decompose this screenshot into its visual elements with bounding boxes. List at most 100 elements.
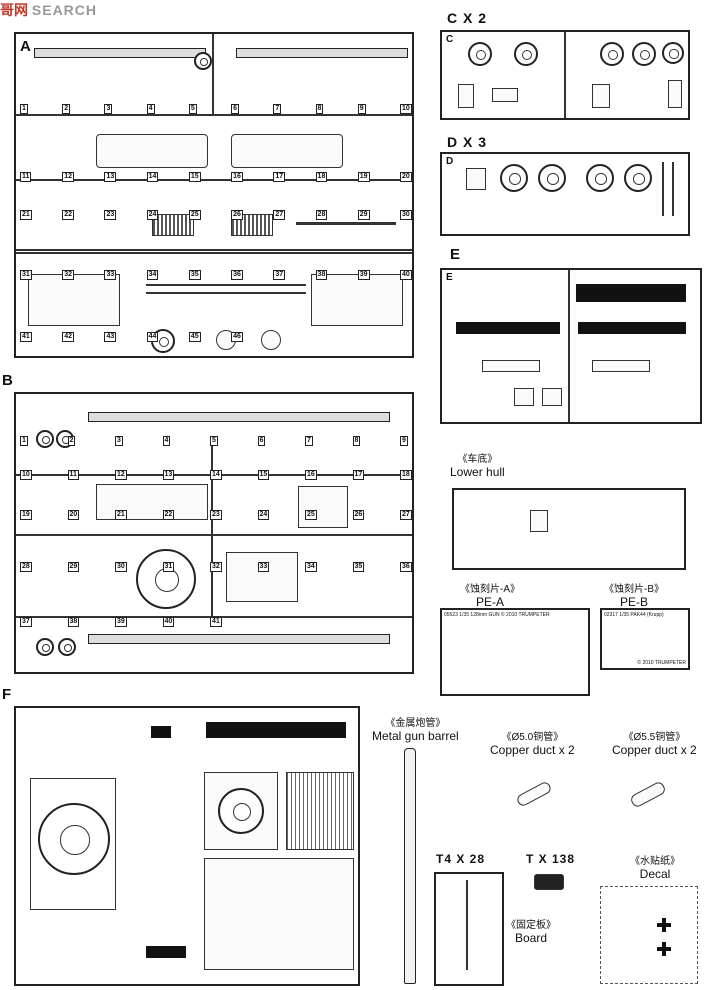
sprue-c-wheel-1 xyxy=(468,42,492,66)
metal-barrel xyxy=(404,748,416,984)
pe-b-plate-text2: © 2010 TRUMPETER xyxy=(637,660,686,666)
pe-b-en: PE-B xyxy=(619,595,648,609)
sprue-a-row1 xyxy=(16,114,412,116)
sprue-d-wheel-4 xyxy=(624,164,652,192)
sprue-b-barrel-bottom xyxy=(88,634,390,644)
t4-sprue xyxy=(434,872,504,986)
tags-b-part-number: 6 xyxy=(257,436,266,446)
tags-b-part-number: 40 xyxy=(162,617,175,627)
tags-a-part-number: 23 xyxy=(104,210,117,220)
decal-cross-1-v xyxy=(662,918,666,932)
sprue-e-part-1 xyxy=(482,360,540,372)
sprue-a-wheel xyxy=(194,52,212,70)
tags-b-part-number: 1 xyxy=(20,436,28,446)
copper-55-tube xyxy=(629,780,667,809)
tags-b-part-number: 31 xyxy=(162,562,175,572)
tags-a-part-number: 7 xyxy=(273,104,282,114)
tags-a-part-number: 18 xyxy=(315,172,328,182)
tags-a-part-number: 24 xyxy=(146,210,159,220)
tags-b-part-number: 38 xyxy=(67,617,80,627)
sprue-c-part-3 xyxy=(592,84,610,108)
t4-label: T4 X 28 xyxy=(436,852,486,866)
sprue-a-row4 xyxy=(16,252,412,254)
tags-a-part-number: 13 xyxy=(104,172,117,182)
sprue-c-qty: C X 2 xyxy=(447,10,488,26)
sprue-e-dark-1 xyxy=(576,284,686,302)
sprue-b-divider xyxy=(211,436,213,618)
lower-hull-cn: 《车底》 xyxy=(457,454,498,465)
lower-hull-label: 《车底》 Lower hull xyxy=(450,450,505,479)
decal-label: 《水贴纸》 Decal xyxy=(630,852,680,881)
tags-b-part-number: 26 xyxy=(352,510,365,520)
sprue-a-part-44 xyxy=(261,330,281,350)
tags-a-part-number: 19 xyxy=(357,172,370,182)
sprue-c-divider xyxy=(564,32,566,118)
copper-50-label: 《Ø5.0铜管》 Copper duct x 2 xyxy=(490,728,575,757)
tags-a-part-number: 30 xyxy=(400,210,412,220)
tags-b-part-number: 20 xyxy=(67,510,80,520)
tags-b-part-number: 18 xyxy=(400,470,412,480)
copper-55-label: 《Ø5.5铜管》 Copper duct x 2 xyxy=(612,728,697,757)
tags-a-part-number: 34 xyxy=(146,270,159,280)
sprue-d-qty: D X 3 xyxy=(447,134,488,150)
tags-b-part-number: 35 xyxy=(352,562,365,572)
sprue-a-plate-left xyxy=(28,274,120,326)
board-label: 《固定板》 Board xyxy=(506,916,556,945)
tags-b-part-number: 32 xyxy=(210,562,222,572)
sprue-b-panel xyxy=(226,552,298,602)
tags-b-part-number: 14 xyxy=(210,470,222,480)
sprue-d: D xyxy=(440,152,690,236)
tags-a-part-number: 38 xyxy=(315,270,328,280)
sprue-e-dark-2 xyxy=(456,322,560,334)
watermark-cn: 哥网 xyxy=(0,2,28,18)
tags-a-part-number: 3 xyxy=(104,104,113,114)
tags-a-part-number: 45 xyxy=(188,332,201,342)
sprue-f-hull-plate xyxy=(30,778,116,910)
tags-a-part-number: 33 xyxy=(104,270,117,280)
pe-a-plate-text: 05523 1/35 128mm GUN © 2010 TRUMPETER xyxy=(444,612,550,618)
tags-a-part-number: 22 xyxy=(62,210,75,220)
copper-55-cn: 《Ø5.5铜管》 xyxy=(623,732,686,743)
decal-en: Decal xyxy=(639,867,671,881)
tags-a-part-number: 17 xyxy=(273,172,286,182)
metal-barrel-en: Metal gun barrel xyxy=(372,729,459,743)
tags-b-part-number: 2 xyxy=(67,436,76,446)
t-link xyxy=(534,874,564,890)
pe-b-plate-text: 02317 1/35 PAK44 (Krupp) xyxy=(604,612,664,618)
sprue-a-hull-side-1 xyxy=(34,48,206,58)
tags-a-part-number: 39 xyxy=(357,270,370,280)
watermark-en: SEARCH xyxy=(31,2,98,18)
lower-hull-hatch xyxy=(530,510,548,532)
sprue-c-part-2 xyxy=(492,88,518,102)
tags-a-part-number: 42 xyxy=(62,332,75,342)
sprue-b-wheel-40 xyxy=(36,638,54,656)
tags-b-part-number: 3 xyxy=(115,436,123,446)
pe-a-plate: 05523 1/35 128mm GUN © 2010 TRUMPETER xyxy=(440,608,590,696)
sprue-f-superstructure xyxy=(204,858,354,970)
copper-55-en: Copper duct x 2 xyxy=(612,743,697,757)
tags-a-part-number: 10 xyxy=(400,104,412,114)
sprue-c-part-1 xyxy=(458,84,474,108)
sprue-c-wheel-4 xyxy=(632,42,656,66)
pe-b-label: 《蚀刻片-B》 PE-B xyxy=(604,580,664,609)
sprue-d-letter: D xyxy=(446,156,454,167)
tags-b-part-number: 23 xyxy=(210,510,222,520)
tags-b-part-number: 8 xyxy=(352,436,361,446)
tags-b-part-number: 9 xyxy=(400,436,408,446)
copper-50-en: Copper duct x 2 xyxy=(490,743,575,757)
copper-50-tube xyxy=(515,780,553,808)
tags-a-part-number: 29 xyxy=(357,210,370,220)
sprue-b-row2 xyxy=(16,534,412,536)
t-label: T X 138 xyxy=(526,852,576,866)
tags-b-part-number: 10 xyxy=(20,470,32,480)
sprue-b-wheel-41 xyxy=(58,638,76,656)
tags-a-part-number: 25 xyxy=(188,210,201,220)
sprue-f-dark-3 xyxy=(146,946,186,958)
tags-b-part-number: 30 xyxy=(115,562,127,572)
sprue-e: E xyxy=(440,268,702,424)
sprue-f-grille-panel xyxy=(286,772,354,850)
tags-a-part-number: 6 xyxy=(231,104,240,114)
sprue-c-part-4 xyxy=(668,80,682,108)
sprue-a-letter: A xyxy=(20,38,31,55)
sprue-a-grille-1 xyxy=(152,214,194,236)
